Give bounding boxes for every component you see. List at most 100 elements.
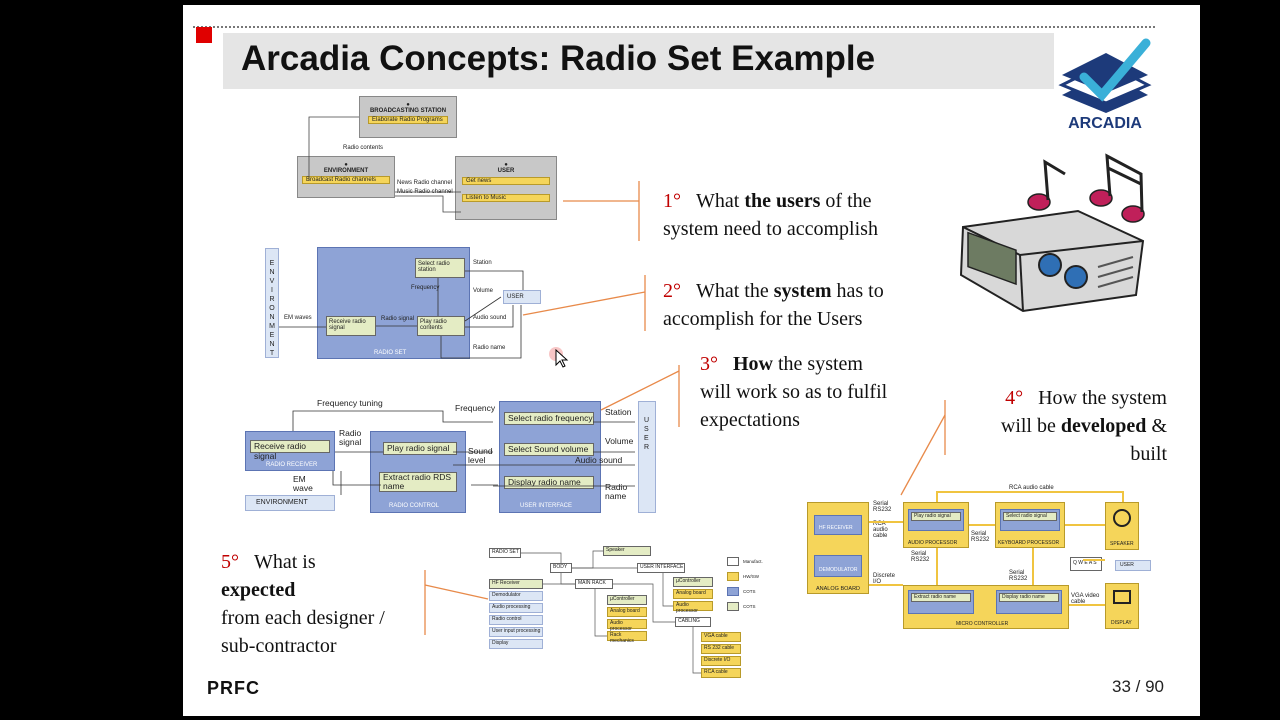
audio-sound-label: Audio sound [473, 315, 507, 321]
keyboard-keys-icon: Q W E A S [1070, 557, 1102, 571]
system-links [279, 270, 524, 359]
cable-item: VGA cable [701, 632, 741, 642]
user-vertical-block: USER [638, 401, 656, 513]
frequency-label-3: Frequency [455, 403, 496, 413]
environment-actor-block: ENVIRONMENT [245, 495, 335, 511]
caption-2-pre: What the [696, 280, 774, 302]
main-rack-node: MAIN RACK [575, 579, 613, 589]
user-interface-node: USER INTERFACE [637, 563, 685, 573]
radio-signal-label-3: Radio signal [339, 428, 362, 447]
display-radio-name-hw: Display radio name [999, 593, 1059, 602]
radio-set-node: RADIO SET [489, 548, 521, 558]
caption-3: 3° How the system will work so as to ful… [700, 350, 887, 434]
audio-processor-block: Play radio signal AUDIO PROCESSOR [903, 502, 969, 548]
left-item: Audio processing [489, 603, 543, 613]
caption-1-line2: system need to accomplish [663, 218, 878, 240]
hf-receiver-block: HF RECEIVER [814, 515, 862, 535]
broadcasting-station-block: ● BROADCASTING STATION Elaborate Radio P… [359, 96, 457, 138]
left-item: User input processing [489, 627, 543, 637]
frequency-tuning-label: Frequency tuning [317, 398, 383, 408]
radio-control-block: Play radio signal Extract radio RDS name… [370, 431, 466, 513]
display-block: DISPLAY [1105, 583, 1139, 629]
left-item: Display [489, 639, 543, 649]
audio-processor-label: AUDIO PROCESSOR [908, 540, 958, 546]
caption-4-bold: developed [1060, 415, 1147, 437]
receive-signal-function: Receive radio signal [326, 316, 376, 336]
cable-item: Discrete I/O [701, 656, 741, 666]
serial-rs232-label-2: Serial RS232 [971, 531, 990, 543]
caption-3-bold: How [733, 353, 773, 375]
caption-5-line4: sub-contractor [221, 635, 337, 657]
left-item: HF Receiver [489, 579, 543, 589]
caption-3-line3: expectations [700, 409, 800, 431]
receive-radio-signal-function: Receive radio signal [250, 440, 330, 461]
discrete-io-label: Discrete I/O [873, 573, 896, 585]
mouse-cursor-icon [549, 347, 569, 368]
radio-receiver-block: Receive radio signal RADIO RECEIVER [245, 431, 335, 471]
slide: Arcadia Concepts: Radio Set Example ARCA… [183, 5, 1200, 716]
caption-4-number: 4° [1005, 387, 1024, 409]
caption-5-bold: expected [221, 579, 296, 601]
rack-item: Rack mechanics [607, 631, 647, 644]
arcadia-logo-icon [1054, 33, 1154, 143]
keyboard-processor-inner: Select radio signal [1000, 509, 1060, 531]
connector-lines [424, 181, 946, 635]
broadcasting-station-title: BROADCASTING STATION [369, 108, 447, 114]
legend-swatch [727, 557, 739, 566]
rack-item: Analog board [607, 607, 647, 617]
caption-4: 4° How the system will be developed & bu… [973, 384, 1167, 468]
caption-5-line3: from each designer / [221, 607, 385, 629]
audio-processor-inner: Play radio signal [908, 509, 964, 531]
caption-4-post: How the system [1038, 387, 1167, 409]
caption-4-post2: & [1146, 415, 1167, 437]
legend-label: HW/SW [743, 574, 759, 579]
caption-4-line3: built [1130, 443, 1167, 465]
serial-rs232-label: Serial RS232 [873, 501, 892, 513]
legend-swatch [727, 572, 739, 581]
ui-item: µController [673, 577, 713, 587]
display-icon [1113, 590, 1131, 604]
speaker-block: SPEAKER [1105, 502, 1139, 550]
user-actor-block: USER [503, 290, 541, 304]
top-dotted-rule [193, 26, 1155, 28]
caption-5: 5° What is expected from each designer /… [221, 548, 385, 660]
caption-4-pre2: will be [1000, 415, 1061, 437]
keyboard-processor-block: Select radio signal KEYBOARD PROCESSOR [995, 502, 1065, 548]
caption-5-number: 5° [221, 551, 239, 573]
serial-rs232-label-4: Serial RS232 [1009, 570, 1028, 582]
legend-label: COTS [743, 604, 756, 609]
speaker-icon [1113, 509, 1131, 527]
caption-1-post: of the [820, 190, 872, 212]
user-actor-block-4: USER [1115, 560, 1151, 571]
caption-1: 1° What the users of the system need to … [663, 187, 878, 243]
speaker-label: SPEAKER [1110, 541, 1134, 547]
analog-board-block: HF RECEIVER DEMODULATOR ANALOG BOARD [807, 502, 869, 594]
analog-board-label: ANALOG BOARD [816, 586, 861, 592]
listen-music-function: Listen to Music [462, 194, 550, 202]
audio-sound-label-3: Audio sound [575, 455, 623, 465]
title-bar [223, 33, 1054, 89]
rack-item: Audio processor [607, 619, 647, 632]
user-interface-label: USER INTERFACE [520, 503, 573, 509]
page-number: 33 / 90 [1112, 677, 1164, 696]
physical-links [869, 491, 1124, 606]
caption-2-post: has to [831, 280, 884, 302]
user-interface-block: Select radio frequency Select Sound volu… [499, 401, 601, 513]
caption-2: 2° What the system has to accomplish for… [663, 277, 884, 333]
volume-label-3: Volume [605, 436, 634, 446]
extract-radio-name-hw: Extract radio name [911, 593, 971, 602]
legend-swatch [727, 587, 739, 596]
caption-1-bold: the users [744, 190, 821, 212]
play-radio-signal-hw: Play radio signal [911, 512, 961, 521]
caption-1-pre: What [696, 190, 745, 212]
environment-title: ENVIRONMENT [323, 168, 369, 174]
radio-name-label: Radio name [473, 345, 506, 351]
user-title: USER [497, 168, 515, 174]
legend-label: Manufact. [743, 559, 763, 564]
rack-item: µController [607, 595, 647, 605]
serial-rs232-label-3: Serial RS232 [911, 551, 930, 563]
caption-1-number: 1° [663, 190, 681, 212]
cabling-node: CABLING [675, 617, 711, 627]
caption-5-post: What is [254, 551, 316, 573]
select-radio-signal-hw: Select radio signal [1003, 512, 1057, 521]
